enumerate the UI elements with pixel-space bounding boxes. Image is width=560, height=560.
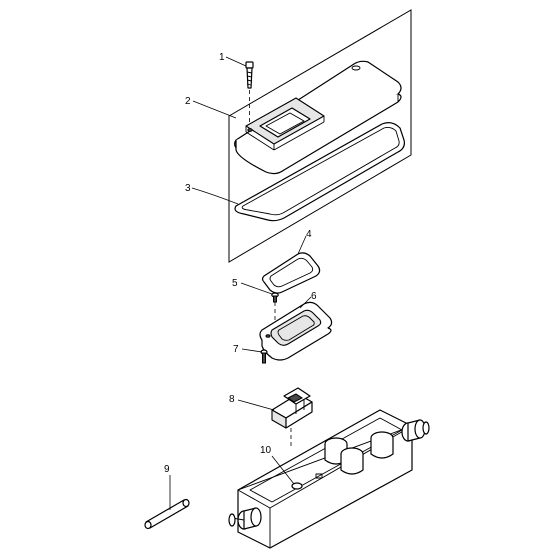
leader-2 <box>192 100 237 119</box>
callout-7: 7 <box>233 344 239 355</box>
callout-8: 8 <box>229 394 235 405</box>
callout-4: 4 <box>306 229 312 240</box>
callout-10: 10 <box>260 445 272 456</box>
leader-4 <box>297 235 307 255</box>
lower-housing <box>228 409 430 549</box>
leader-5 <box>240 282 273 295</box>
cable-gland-left <box>228 507 262 530</box>
part-6-bezel <box>259 301 333 361</box>
leader-8 <box>237 399 275 411</box>
leader-1 <box>225 56 247 67</box>
callout-1: 1 <box>219 52 225 63</box>
part-7-small-screw <box>260 349 268 364</box>
callout-2: 2 <box>185 96 191 107</box>
callout-3: 3 <box>185 183 191 194</box>
part-1-screw <box>245 61 254 128</box>
part-9-pin <box>144 498 190 530</box>
assembly-group-frame <box>228 9 412 263</box>
callout-9: 9 <box>164 464 170 475</box>
part-4-small-gasket <box>261 252 321 294</box>
leader-10 <box>271 455 295 485</box>
leader-6 <box>299 296 312 309</box>
callout-6: 6 <box>311 291 317 302</box>
part-3-gasket <box>234 122 405 222</box>
cable-gland-right <box>401 419 430 442</box>
leader-3 <box>191 187 239 205</box>
part-2-cover <box>234 60 402 175</box>
part-5-small-screw <box>271 292 279 320</box>
leader-7 <box>241 348 263 353</box>
part-8-switch <box>271 387 313 448</box>
callout-5: 5 <box>232 278 238 289</box>
